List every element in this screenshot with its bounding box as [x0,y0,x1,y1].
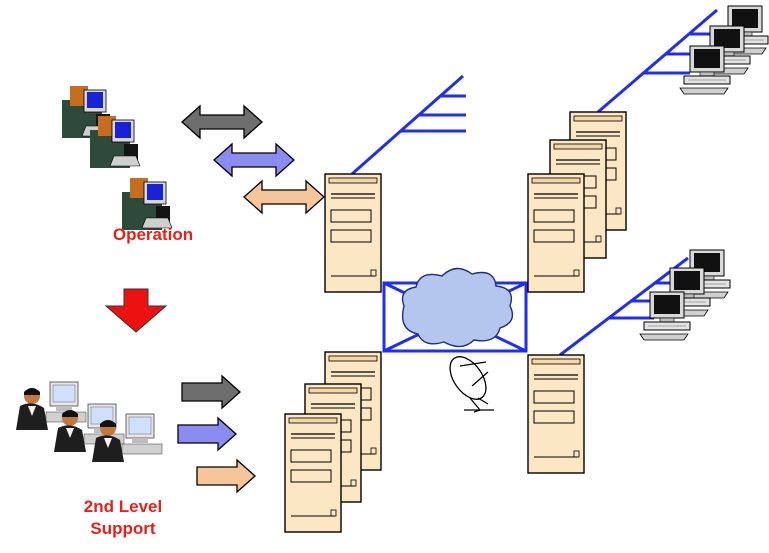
server-bottom-right [527,354,585,474]
server-stack-bottom-left [284,351,382,533]
cloud-icon [401,267,514,348]
escalation-arrow [104,288,168,333]
workstations-middle-right [639,249,731,341]
support-staff-group [15,381,163,463]
support-label-line1: 2nd Level [83,497,163,516]
support-label-line2: Support [90,519,156,538]
server-stack-top-right [527,111,627,293]
operators-group [61,85,173,231]
operation-label: Operation [112,225,194,244]
satellite-dish-icon [449,356,494,413]
operation-arrows [181,105,325,214]
central-server [324,173,382,293]
support-arrows [177,375,256,493]
workstations-top-right [679,5,769,95]
